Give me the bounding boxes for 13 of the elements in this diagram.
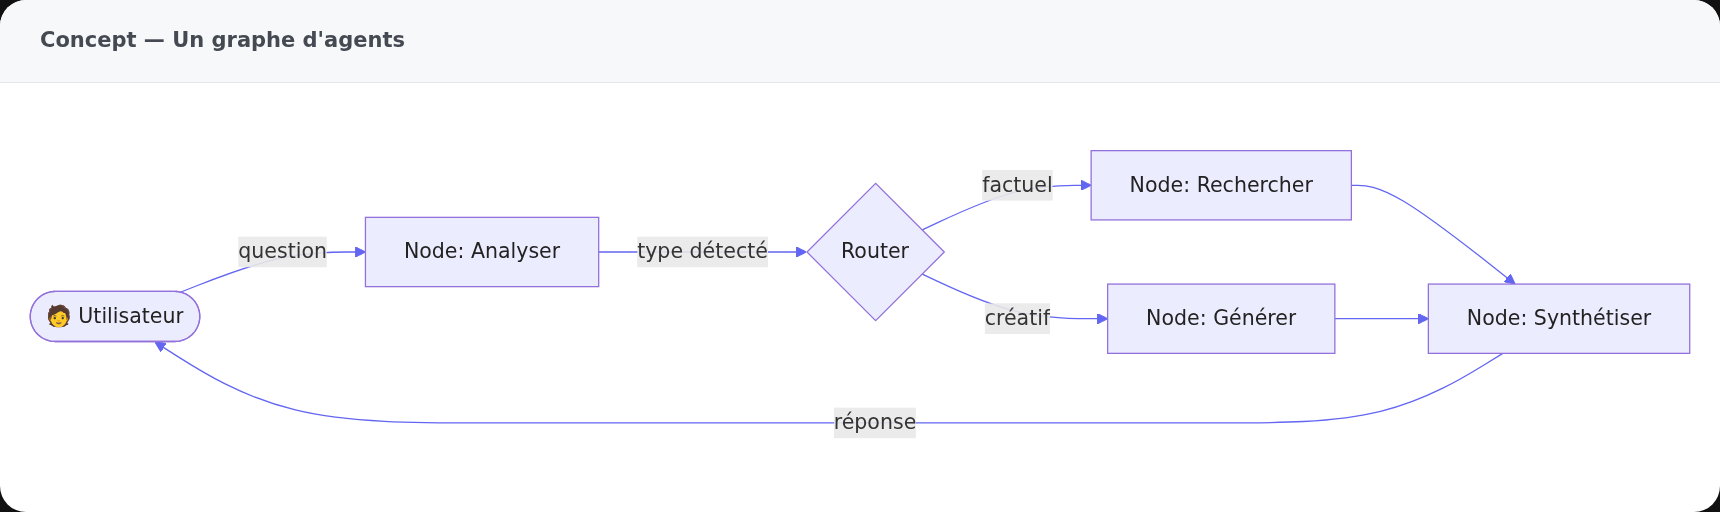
node-box: Node: Rechercher bbox=[1090, 150, 1352, 221]
edge-label: créatif bbox=[984, 305, 1051, 331]
node-diamond: Router bbox=[806, 182, 946, 322]
node-box: Node: Analyser bbox=[364, 216, 600, 288]
edge-label: type détecté bbox=[637, 239, 768, 264]
edge-label: réponse bbox=[833, 410, 917, 435]
node-box: Node: Synthétiser bbox=[1427, 283, 1691, 354]
edge-label: factuel bbox=[982, 172, 1053, 197]
edge-label: question bbox=[238, 239, 327, 264]
arrow bbox=[154, 341, 1504, 424]
node-box: Node: Générer bbox=[1107, 283, 1336, 354]
diagram-title: Concept — Un graphe d'agents bbox=[40, 28, 405, 52]
arrow bbox=[1334, 313, 1429, 325]
